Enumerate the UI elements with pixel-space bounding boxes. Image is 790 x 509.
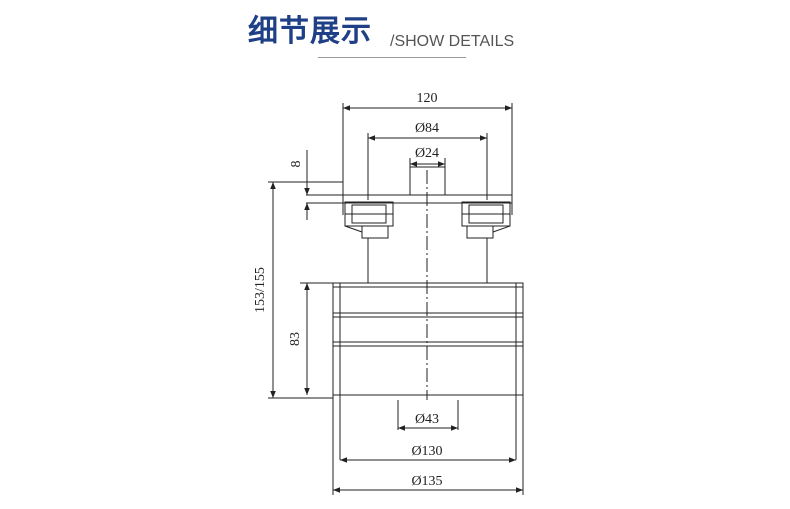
dim-label-135: Ø135 — [411, 474, 442, 489]
dim-label-24: Ø24 — [415, 146, 439, 161]
drawing-lines — [268, 103, 524, 495]
title-underline — [318, 57, 466, 58]
dim-label-83: 83 — [288, 332, 303, 346]
dim-label-153-155: 153/155 — [253, 267, 268, 313]
dim-label-43: Ø43 — [415, 412, 439, 427]
section-subtitle: /SHOW DETAILS — [390, 33, 515, 50]
section-title: 细节展示 — [248, 14, 372, 49]
dim-label-130: Ø130 — [411, 444, 442, 459]
dim-label-120: 120 — [417, 91, 438, 106]
dim-label-84: Ø84 — [415, 121, 439, 136]
section-header: 细节展示 /SHOW DETAILS — [0, 0, 790, 60]
dim-label-8: 8 — [289, 161, 304, 168]
